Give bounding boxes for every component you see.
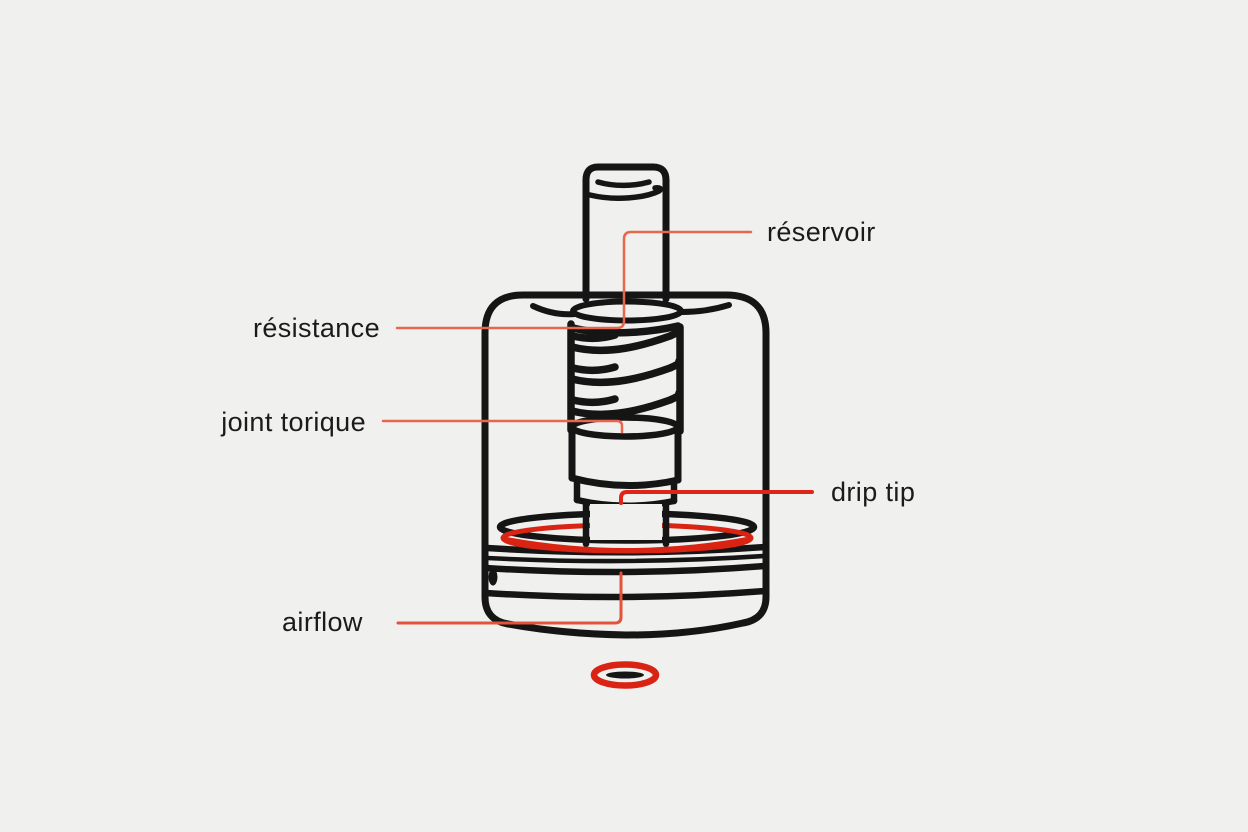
- atomizer-line-art: [481, 163, 770, 639]
- drip-tip-mouth-arc-1: [595, 179, 652, 189]
- bottom-oring: [590, 661, 660, 689]
- tank-body-outline: [481, 291, 770, 639]
- label-airflow: airflow: [282, 607, 363, 637]
- reservoir-resistance-leader-line: [395, 230, 753, 330]
- joint-torique-leader-line: [381, 419, 624, 434]
- base-ring-line-2: [484, 553, 767, 564]
- base-ring-line-3: [482, 562, 769, 576]
- base-red-oring-front: [501, 536, 753, 553]
- label-joint-torique: joint torique: [221, 407, 366, 437]
- rim-outer-arc-right: [679, 302, 732, 315]
- airflow-leader-line: [396, 571, 623, 625]
- drip-tip-mouth-arc-2: [587, 185, 664, 201]
- coil-housing-bottom: [568, 474, 682, 490]
- label-drip-tip: drip tip: [831, 477, 916, 507]
- rim-inner-ellipse: [570, 298, 684, 324]
- coil-spiral: [567, 320, 684, 435]
- base-ring-line-4: [482, 587, 769, 601]
- drip-tip-leader-line: [619, 490, 814, 505]
- label-resistance: résistance: [252, 313, 380, 343]
- drip-tip-tube: [582, 163, 670, 303]
- center-tube-mask: [590, 504, 662, 540]
- airflow-hole: [488, 568, 498, 586]
- rim-outer-arc-left: [530, 303, 578, 318]
- label-reservoir: réservoir: [767, 217, 876, 247]
